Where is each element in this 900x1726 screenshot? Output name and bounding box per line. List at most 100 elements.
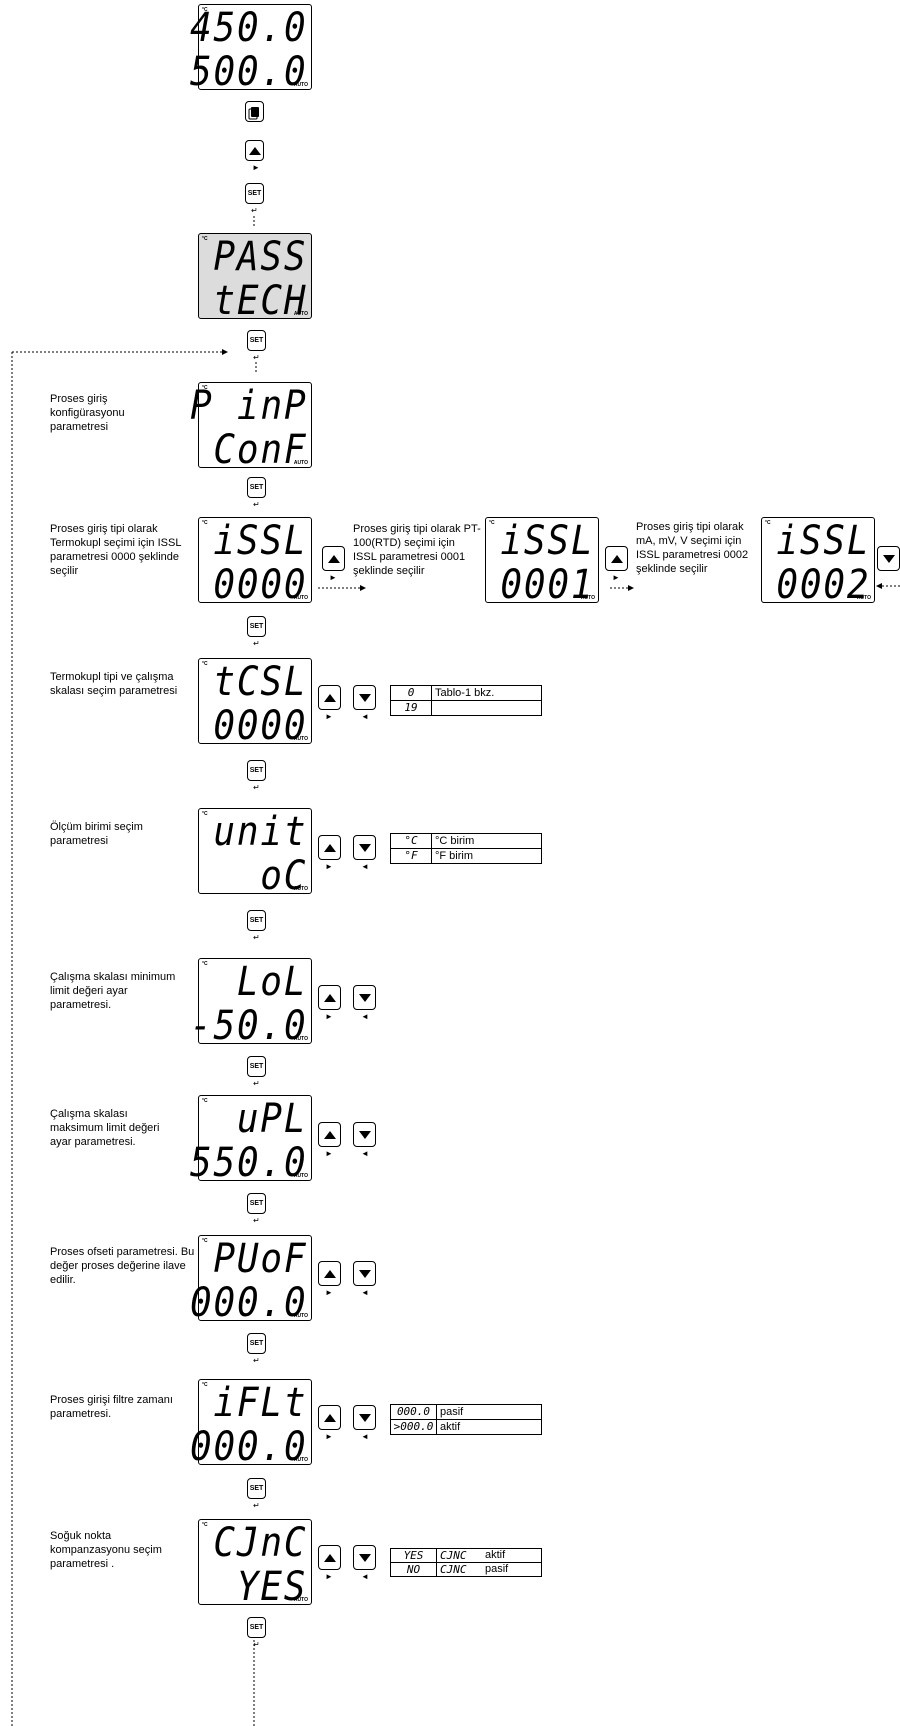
set-button[interactable]: SET [247, 910, 266, 931]
up-button[interactable] [318, 685, 341, 710]
display-top-value: iFLt [213, 1380, 307, 1426]
right-arrow-icon: ► [252, 163, 260, 172]
menu-button[interactable] [245, 101, 264, 122]
up-button[interactable] [245, 140, 264, 161]
unit-mark: °C [202, 7, 208, 13]
down-button[interactable] [353, 1122, 376, 1147]
display-top-value: iSSL [213, 518, 307, 564]
up-button[interactable] [322, 546, 345, 571]
up-arrow-icon [323, 843, 336, 852]
display-bottom-value: 0000 [213, 703, 307, 749]
table-row: 19 [391, 700, 541, 715]
unit-mark: °C [489, 520, 495, 526]
up-button[interactable] [605, 546, 628, 571]
auto-mark: AUTO [856, 595, 871, 601]
down-button[interactable] [353, 685, 376, 710]
enter-arrow-icon: ↵ [253, 1356, 260, 1365]
up-arrow-icon [323, 993, 336, 1002]
auto-mark: AUTO [293, 1597, 308, 1603]
table-cell: CJNC [440, 1563, 467, 1576]
up-button[interactable] [318, 1122, 341, 1147]
table-cell: Tablo-1 bkz. [435, 687, 495, 699]
display-bottom-value: ConF [213, 427, 307, 473]
set-button[interactable]: SET [245, 183, 264, 204]
display-iflt: °C iFLt 000.0 AUTO [190, 1379, 312, 1467]
auto-mark: AUTO [293, 736, 308, 742]
table-unit: °C°C birim °F°F birim [390, 833, 542, 864]
enter-arrow-icon: ↵ [253, 1079, 260, 1088]
display-pass: °C PASS tECH AUTO [198, 233, 312, 324]
auto-mark: AUTO [293, 1036, 308, 1042]
table-cell: °C [391, 834, 432, 848]
display-main: °C 450.0 500.0 AUTO [190, 4, 312, 92]
up-arrow-icon [323, 1413, 336, 1422]
up-button[interactable] [318, 835, 341, 860]
down-button[interactable] [353, 1545, 376, 1570]
label-lol: Çalışma skalası minimum limit değeri aya… [50, 971, 176, 1011]
enter-arrow-icon: ↵ [253, 783, 260, 792]
display-top-value: 450.0 [189, 5, 307, 51]
table-cell: 0 [391, 686, 432, 700]
set-button[interactable]: SET [247, 1478, 266, 1499]
down-button[interactable] [353, 985, 376, 1010]
display-tcsl: °C tCSL 0000 AUTO [198, 658, 312, 749]
up-button[interactable] [318, 985, 341, 1010]
up-button[interactable] [318, 1261, 341, 1286]
display-upl: °C uPL 550.0 AUTO [190, 1095, 312, 1183]
right-arrow-icon: ► [325, 862, 333, 871]
set-button[interactable]: SET [247, 1617, 266, 1638]
up-button[interactable] [318, 1405, 341, 1430]
display-top-value: CJnC [213, 1520, 307, 1566]
up-button[interactable] [318, 1545, 341, 1570]
down-arrow-icon [358, 993, 371, 1002]
set-button[interactable]: SET [247, 1056, 266, 1077]
down-button[interactable] [353, 835, 376, 860]
set-button[interactable]: SET [247, 1333, 266, 1354]
display-issl-0001: °C iSSL 0001 AUTO [485, 517, 599, 605]
down-arrow-icon [882, 554, 895, 563]
down-arrow-icon [358, 1130, 371, 1139]
display-bottom-value: 500.0 [189, 49, 307, 95]
left-arrow-icon: ◄ [361, 712, 369, 721]
table-cell: 000.0 [391, 1405, 437, 1419]
left-arrow-icon: ◄ [361, 1572, 369, 1581]
right-arrow-icon: ► [325, 1572, 333, 1581]
down-button[interactable] [353, 1405, 376, 1430]
enter-arrow-icon: ↵ [253, 933, 260, 942]
enter-arrow-icon: ↵ [253, 353, 260, 362]
display-bottom-value: oC [260, 853, 307, 899]
set-button[interactable]: SET [247, 1193, 266, 1214]
up-arrow-icon [248, 146, 261, 155]
unit-mark: °C [202, 1382, 208, 1388]
left-arrow-icon: ◄ [361, 1288, 369, 1297]
table-cell: NO [391, 1563, 437, 1576]
set-button[interactable]: SET [247, 616, 266, 637]
unit-mark: °C [202, 520, 208, 526]
display-bottom-value: tECH [213, 278, 307, 324]
table-cell: °F birim [435, 850, 474, 862]
right-arrow-icon: ► [612, 573, 620, 582]
left-arrow-icon: ◄ [361, 862, 369, 871]
display-cjnc: °C CJnC YES AUTO [198, 1519, 312, 1607]
display-pinp: °C P inP ConF AUTO [190, 382, 312, 473]
display-bottom-value: 000.0 [189, 1424, 307, 1470]
down-button[interactable] [877, 546, 900, 571]
auto-mark: AUTO [293, 1457, 308, 1463]
unit-mark: °C [202, 811, 208, 817]
set-button[interactable]: SET [247, 760, 266, 781]
label-iflt: Proses girişi filtre zamanı parametresi. [50, 1394, 173, 1420]
unit-mark: °C [202, 661, 208, 667]
down-button[interactable] [353, 1261, 376, 1286]
down-arrow-icon [358, 1553, 371, 1562]
display-bottom-value: 0002 [776, 562, 870, 608]
set-button[interactable]: SET [247, 330, 266, 351]
down-arrow-icon [358, 1269, 371, 1278]
display-issl: °C iSSL 0000 AUTO [198, 517, 312, 608]
label-unit: Ölçüm birimi seçim parametresi [50, 821, 143, 847]
set-button[interactable]: SET [247, 477, 266, 498]
table-row: °F°F birim [391, 848, 541, 863]
display-bottom-value: 0000 [213, 562, 307, 608]
